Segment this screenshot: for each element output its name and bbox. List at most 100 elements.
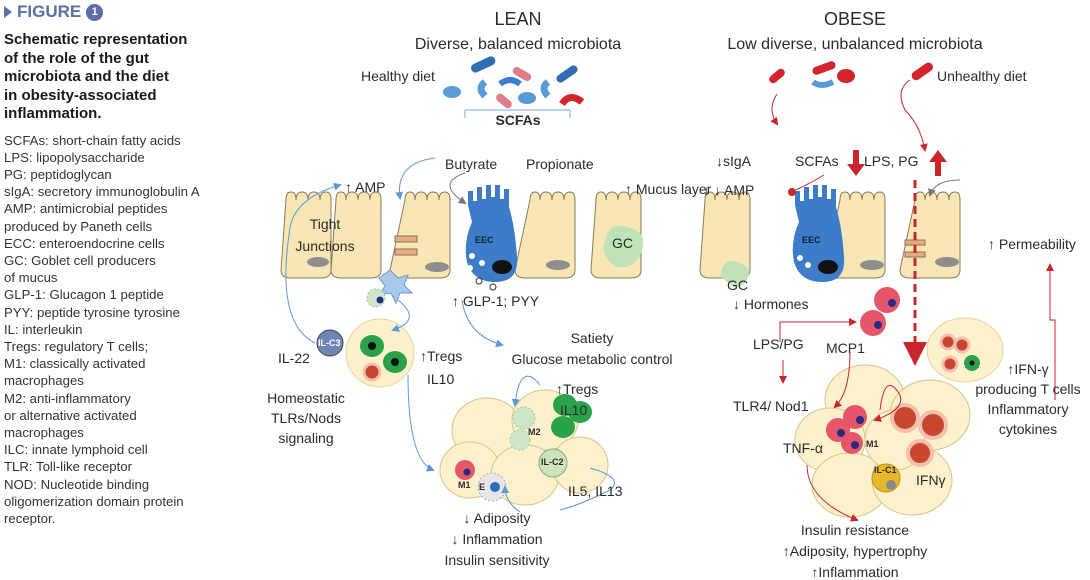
- lean-adipose-cells: [455, 394, 592, 502]
- definition-item: produced by Paneth cells: [4, 218, 153, 234]
- lean-arrows: [285, 157, 615, 513]
- ilc1-label: IL-C1: [874, 465, 897, 475]
- ifn-label-2: producing T cells: [975, 381, 1081, 397]
- ilc3-label: IL-C3: [318, 338, 341, 348]
- glucose-control-label: Glucose metabolic control: [511, 351, 673, 367]
- definition-item: PG: peptidoglycan: [4, 166, 112, 182]
- definition-item: M2: anti-inflammatory: [4, 390, 131, 406]
- satiety-label: Satiety: [570, 330, 614, 346]
- obese-subheading: Low diverse, unbalanced microbiota: [727, 36, 983, 53]
- figure-legend-panel: FIGURE 1 Schematic representation of the…: [4, 2, 244, 527]
- lean-epithelium: [280, 191, 642, 279]
- lean-gc-label: GC: [612, 235, 633, 251]
- triangle-icon: [4, 6, 12, 18]
- lean-immune-cells: [316, 269, 415, 388]
- obese-outcome-3: ↑Inflammation: [811, 564, 899, 580]
- lean-eec-cell: [465, 185, 518, 291]
- il5-il13-label: IL5, IL13: [568, 483, 623, 499]
- tight-junction-icon: [394, 235, 418, 256]
- definition-item: sIgA: secretory immunoglobulin A: [4, 184, 200, 200]
- tight-junctions-label-1: Tight: [309, 216, 341, 232]
- lean-nuclei: [307, 257, 570, 272]
- definition-item: IL: interleukin: [4, 321, 83, 337]
- scfas-label: SCFAs: [495, 112, 541, 128]
- definition-item: oligomerization domain protein: [4, 493, 184, 509]
- definition-item: TLR: Toll-like receptor: [4, 459, 133, 475]
- definition-item: GLP-1: Glucagon 1 peptide: [4, 287, 164, 303]
- definition-item: of mucus: [4, 270, 58, 286]
- definition-item: or alternative activated: [4, 407, 137, 423]
- lean-eec-label: EEC: [475, 235, 494, 245]
- obese-goblet-cell: [720, 260, 749, 287]
- obese-eec-cell: [792, 185, 845, 282]
- permeability-label: ↑ Permeability: [988, 236, 1076, 252]
- title-line: inflammation.: [4, 105, 102, 122]
- lean-amp-label: ↑ AMP: [345, 179, 386, 195]
- homeostatic-label-3: signaling: [278, 430, 334, 446]
- butyrate-label: Butyrate: [445, 156, 498, 172]
- definition-item: receptor.: [4, 510, 56, 526]
- definition-item: NOD: Nucleotide binding: [4, 476, 150, 492]
- unhealthy-diet-label: Unhealthy diet: [937, 68, 1027, 84]
- lean-bacteria: [443, 56, 585, 118]
- homeostatic-label-2: TLRs/Nods: [270, 410, 342, 426]
- figure-title: Schematic representation of the role of …: [4, 31, 244, 124]
- obese-lps-pg-label: LPS, PG: [864, 153, 919, 169]
- tregs-label-2: ↑Tregs: [556, 381, 599, 397]
- ifng-label: IFNγ: [916, 472, 946, 488]
- ifn-label-1: ↑IFN-γ: [1007, 361, 1049, 377]
- obese-m1-label: M1: [866, 439, 879, 449]
- butyrate-arrow: [449, 172, 467, 205]
- definition-item: PYY: peptide tyrosine tyrosine: [4, 304, 180, 320]
- mcp1-label: MCP1: [826, 340, 865, 356]
- obese-gc-label: GC: [727, 277, 748, 293]
- healthy-diet-label: Healthy diet: [361, 68, 435, 84]
- ifn-label-3: Inflammatory: [987, 401, 1069, 417]
- lean-outcome-3: Insulin sensitivity: [444, 552, 550, 568]
- tlr4-nod1-label: TLR4/ Nod1: [733, 398, 809, 414]
- obese-eec-label: EEC: [802, 235, 821, 245]
- lean-outcome-1: ↓ Adiposity: [463, 510, 531, 526]
- definition-item: ECC: enteroendocrine cells: [4, 235, 165, 251]
- obese-scfas-label: SCFAs: [795, 153, 839, 169]
- definition-item: macrophages: [4, 424, 84, 440]
- definition-item: SCFAs: short-chain fatty acids: [4, 132, 181, 148]
- figure-number-badge: 1: [86, 3, 104, 21]
- scfas-down-arrow-icon: [853, 150, 859, 166]
- lean-outcome-2: ↓ Inflammation: [451, 531, 543, 547]
- figure-label-text: FIGURE: [17, 2, 82, 21]
- title-line: in obesity-associated: [4, 86, 157, 104]
- obese-outcome-2: ↑Adiposity, hypertrophy: [782, 543, 928, 559]
- mucus-layer-label: ↑ Mucus layer: [625, 181, 712, 197]
- definition-item: AMP: antimicrobial peptides: [4, 201, 168, 217]
- propionate-label: Propionate: [526, 156, 594, 172]
- ifn-label-4: cytokines: [998, 421, 1058, 437]
- siga-label: ↓sIgA: [716, 153, 752, 169]
- tnf-alpha-label: TNF-α: [783, 440, 823, 456]
- hormones-label: ↓ Hormones: [733, 296, 809, 312]
- lean-m1-label: M1: [458, 480, 471, 490]
- title-line: of the role of the gut: [4, 49, 149, 67]
- obese-arrows: [779, 263, 1056, 522]
- lps-pg-label: LPS/PG: [753, 336, 804, 352]
- lean-heading: LEAN: [494, 9, 542, 29]
- definition-item: ILC: innate lymphoid cell: [4, 442, 148, 458]
- title-line: microbiota and the diet: [4, 68, 170, 85]
- obese-immune-cells: [826, 287, 1004, 493]
- glp-pyy-label: ↑ GLP-1; PYY: [452, 293, 540, 309]
- definition-item: macrophages: [4, 373, 84, 389]
- definition-item: M1: classically activated: [4, 356, 146, 372]
- tight-junctions-label-2: Junctions: [295, 238, 355, 254]
- il10-label-1: IL10: [427, 371, 455, 387]
- definition-item: LPS: lipopolysaccharide: [4, 149, 145, 165]
- lps-up-arrow-icon: [935, 160, 941, 176]
- obese-amp-label: ↓ ↓ AMP: [703, 182, 755, 198]
- il10-label-2: IL10: [560, 402, 588, 418]
- obese-outcome-1: Insulin resistance: [800, 522, 910, 538]
- homeostatic-label-1: Homeostatic: [267, 390, 345, 406]
- figure-label: FIGURE 1: [4, 2, 244, 22]
- definition-item: Tregs: regulatory T cells;: [4, 338, 149, 354]
- definition-item: GC: Goblet cell producers: [4, 252, 156, 268]
